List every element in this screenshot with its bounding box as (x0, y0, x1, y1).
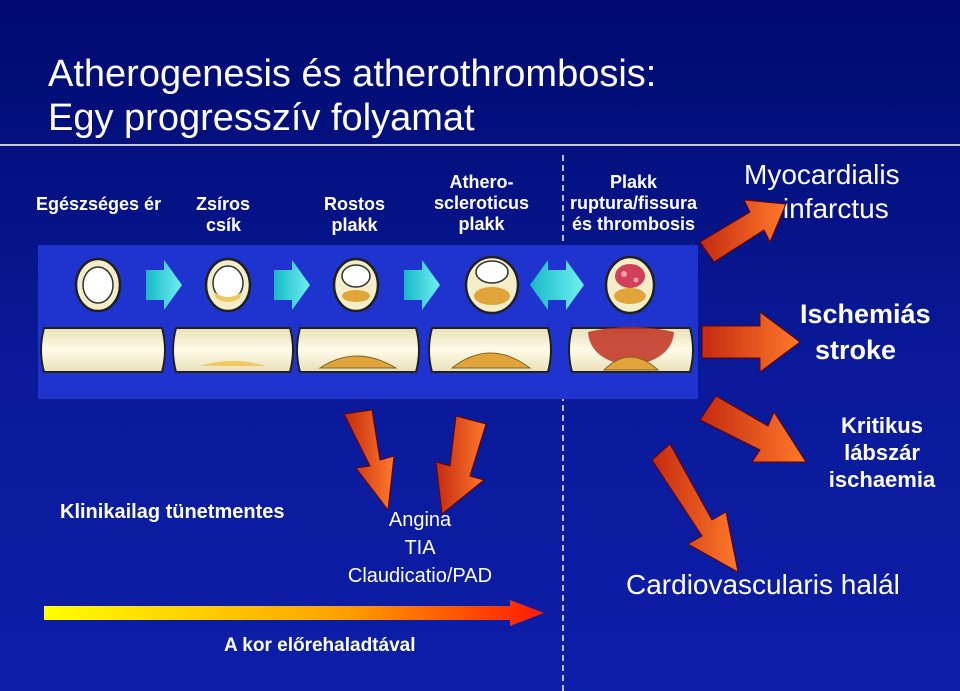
title-line-2: Egy progresszív folyamat (48, 97, 475, 139)
stage-label-rupture: Plakk ruptura/fissura és thrombosis (570, 172, 698, 234)
stage-label-healthy: Egészséges ér (36, 194, 162, 214)
label-asymptomatic: Klinikailag tünetmentes (60, 501, 285, 523)
label-symptoms: Angina TIA Claudicatio/PAD (347, 509, 493, 587)
vessel-longitudinal-fatty (172, 327, 294, 373)
age-gradient-arrow-icon (44, 600, 544, 626)
stage-label-fibrous: Rostos plakk (324, 194, 386, 235)
outcome-stroke: Ischemiás stroke (800, 299, 931, 365)
vessel-longitudinal-healthy (40, 327, 166, 373)
title-line-1: Atherogenesis és atherothrombosis: (48, 53, 657, 95)
outcome-cv-death: Cardiovascularis halál (626, 569, 900, 600)
stage-label-fatty: Zsíros csík (196, 194, 251, 235)
cross-section-fatty (204, 257, 252, 313)
title-divider (0, 144, 960, 146)
vessel-longitudinal-rupture (568, 327, 694, 373)
cross-section-rupture (604, 255, 656, 315)
cross-section-healthy (74, 257, 122, 313)
label-age-axis: A kor előrehaladtával (224, 635, 416, 656)
stage-label-athero: Athero- scleroticus plakk (434, 172, 530, 234)
cross-section-athero (464, 255, 520, 315)
teal-arrow-icon (146, 260, 584, 310)
vessel-longitudinal-fibrous (296, 327, 420, 373)
orange-arrow-icon (343, 199, 807, 573)
dashed-divider (562, 155, 564, 691)
cross-section-fibrous (332, 257, 380, 313)
outcome-limb-ischaemia: Kritikus lábszár ischaemia (828, 413, 936, 492)
vessel-longitudinal-athero (428, 327, 552, 373)
outcome-mi: Myocardialis infarctus (744, 159, 900, 224)
slide-title: Atherogenesis és atherothrombosis: Egy p… (48, 52, 656, 140)
